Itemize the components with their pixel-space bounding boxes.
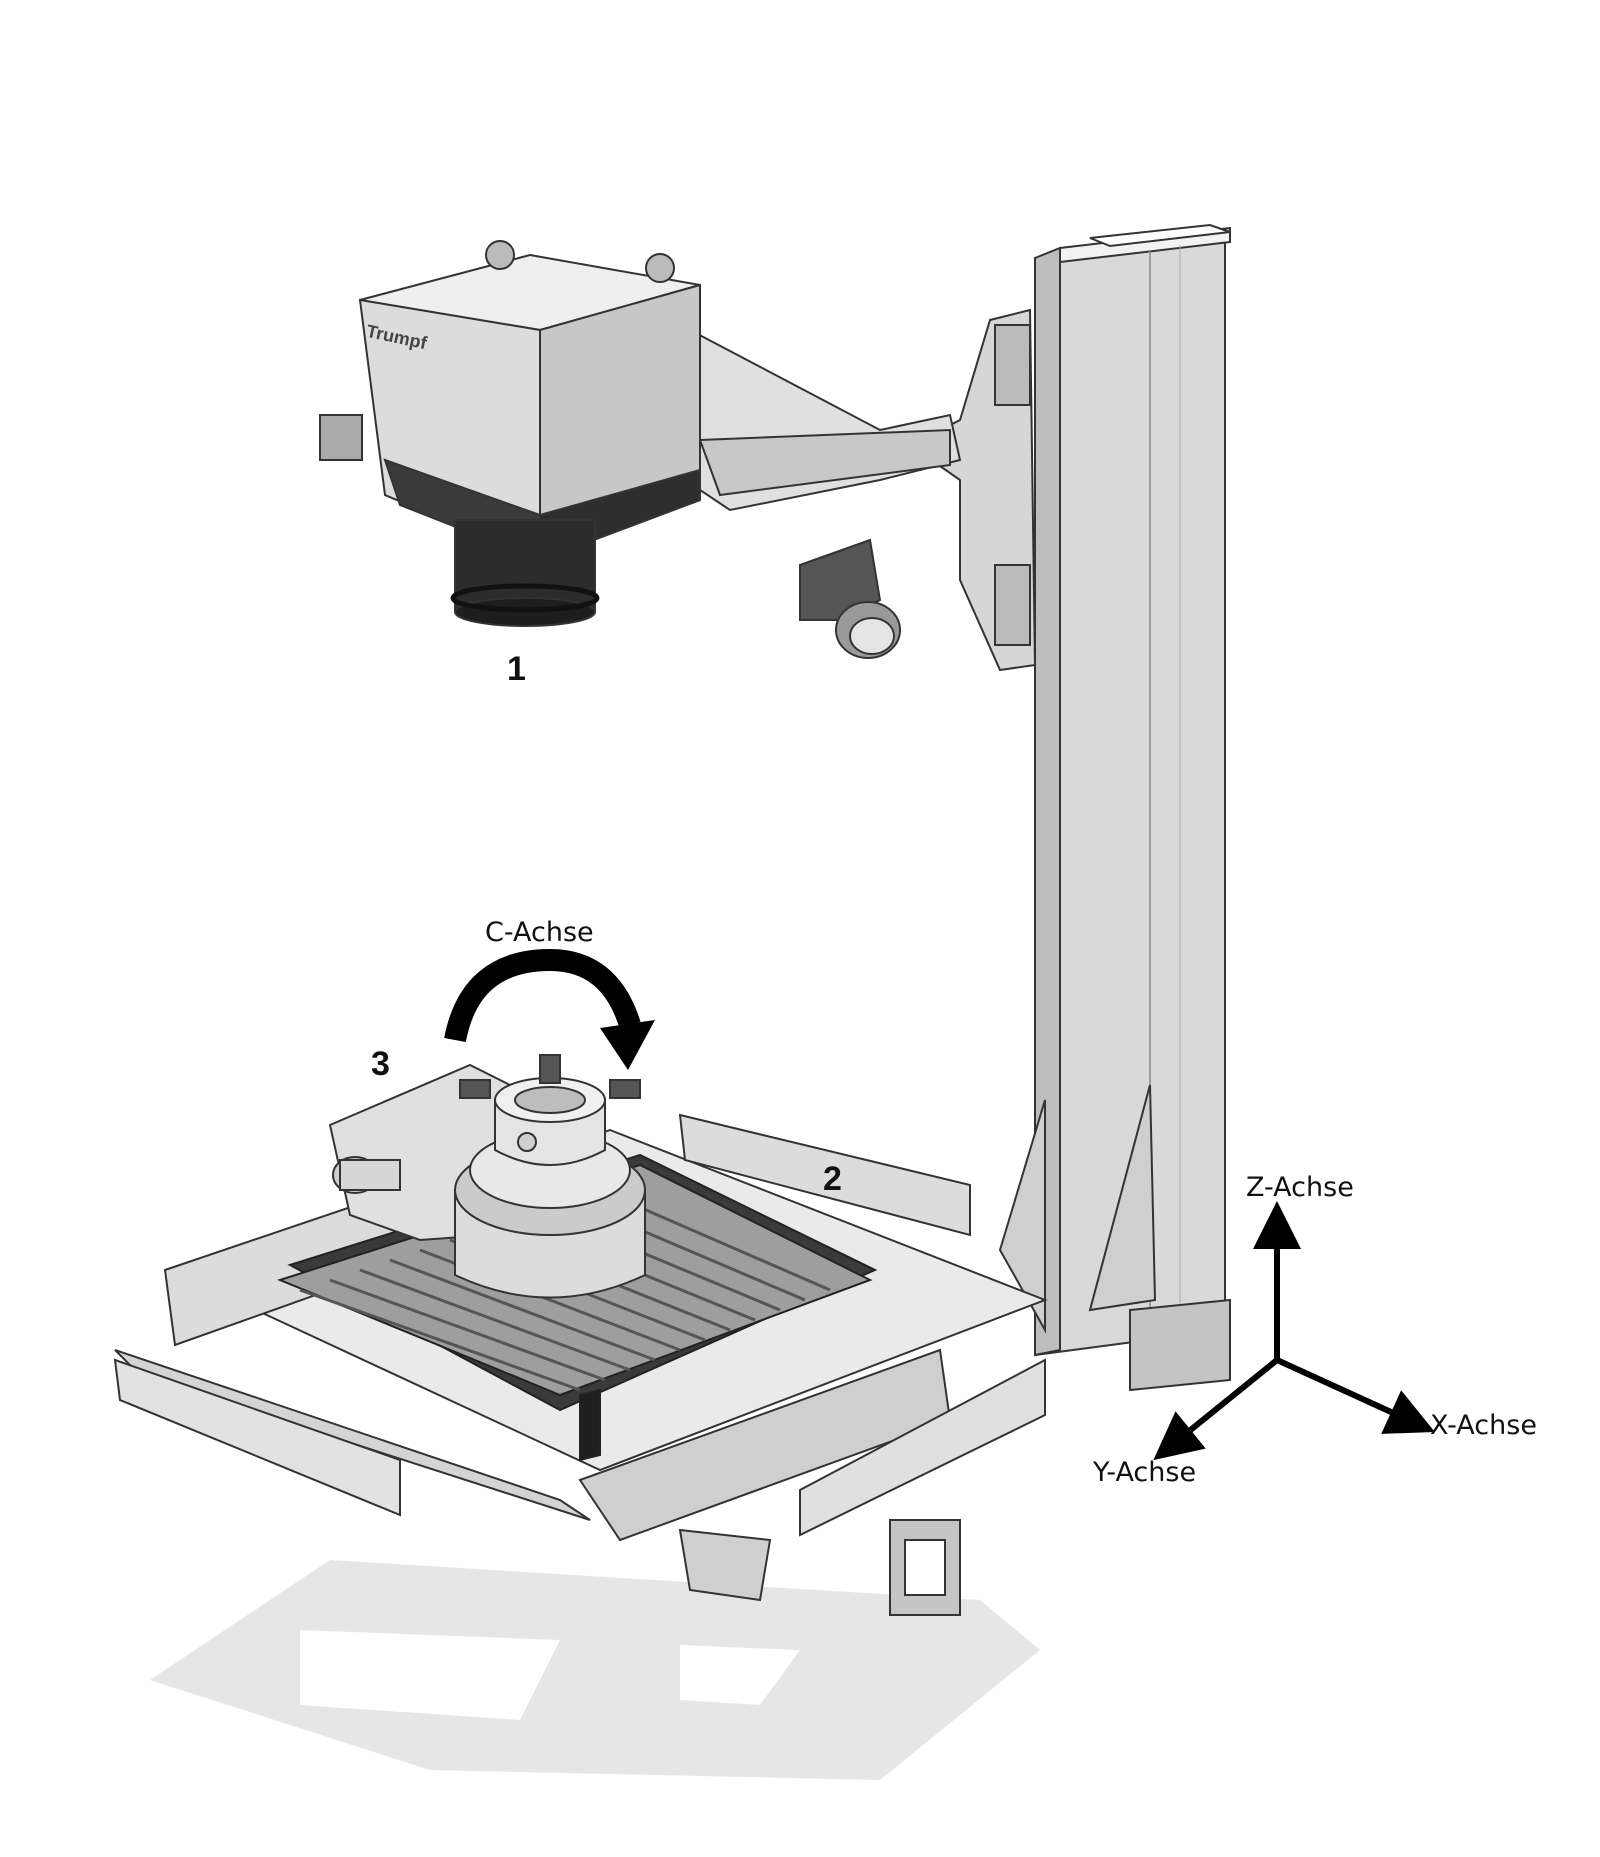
laser-head: [319, 240, 701, 627]
rotary-unit: [328, 1054, 646, 1299]
column: [998, 223, 1231, 1392]
callout-2: 2: [823, 1160, 842, 1198]
y-axis-line: [1153, 1357, 1279, 1461]
z-axis-label: Z-Achse: [1246, 1172, 1354, 1203]
arm-bracket: [689, 308, 1037, 672]
callout-1: 1: [507, 650, 526, 688]
c-axis-arrow: [444, 948, 655, 1070]
coordinate-axes: [1153, 1201, 1435, 1461]
x-axis-line: [1275, 1357, 1435, 1434]
callout-3: 3: [371, 1045, 390, 1083]
x-axis-label: X-Achse: [1430, 1410, 1537, 1441]
c-axis-label: C-Achse: [485, 917, 594, 948]
floor-shadow: [150, 1560, 1040, 1780]
y-axis-label: Y-Achse: [1093, 1457, 1197, 1488]
